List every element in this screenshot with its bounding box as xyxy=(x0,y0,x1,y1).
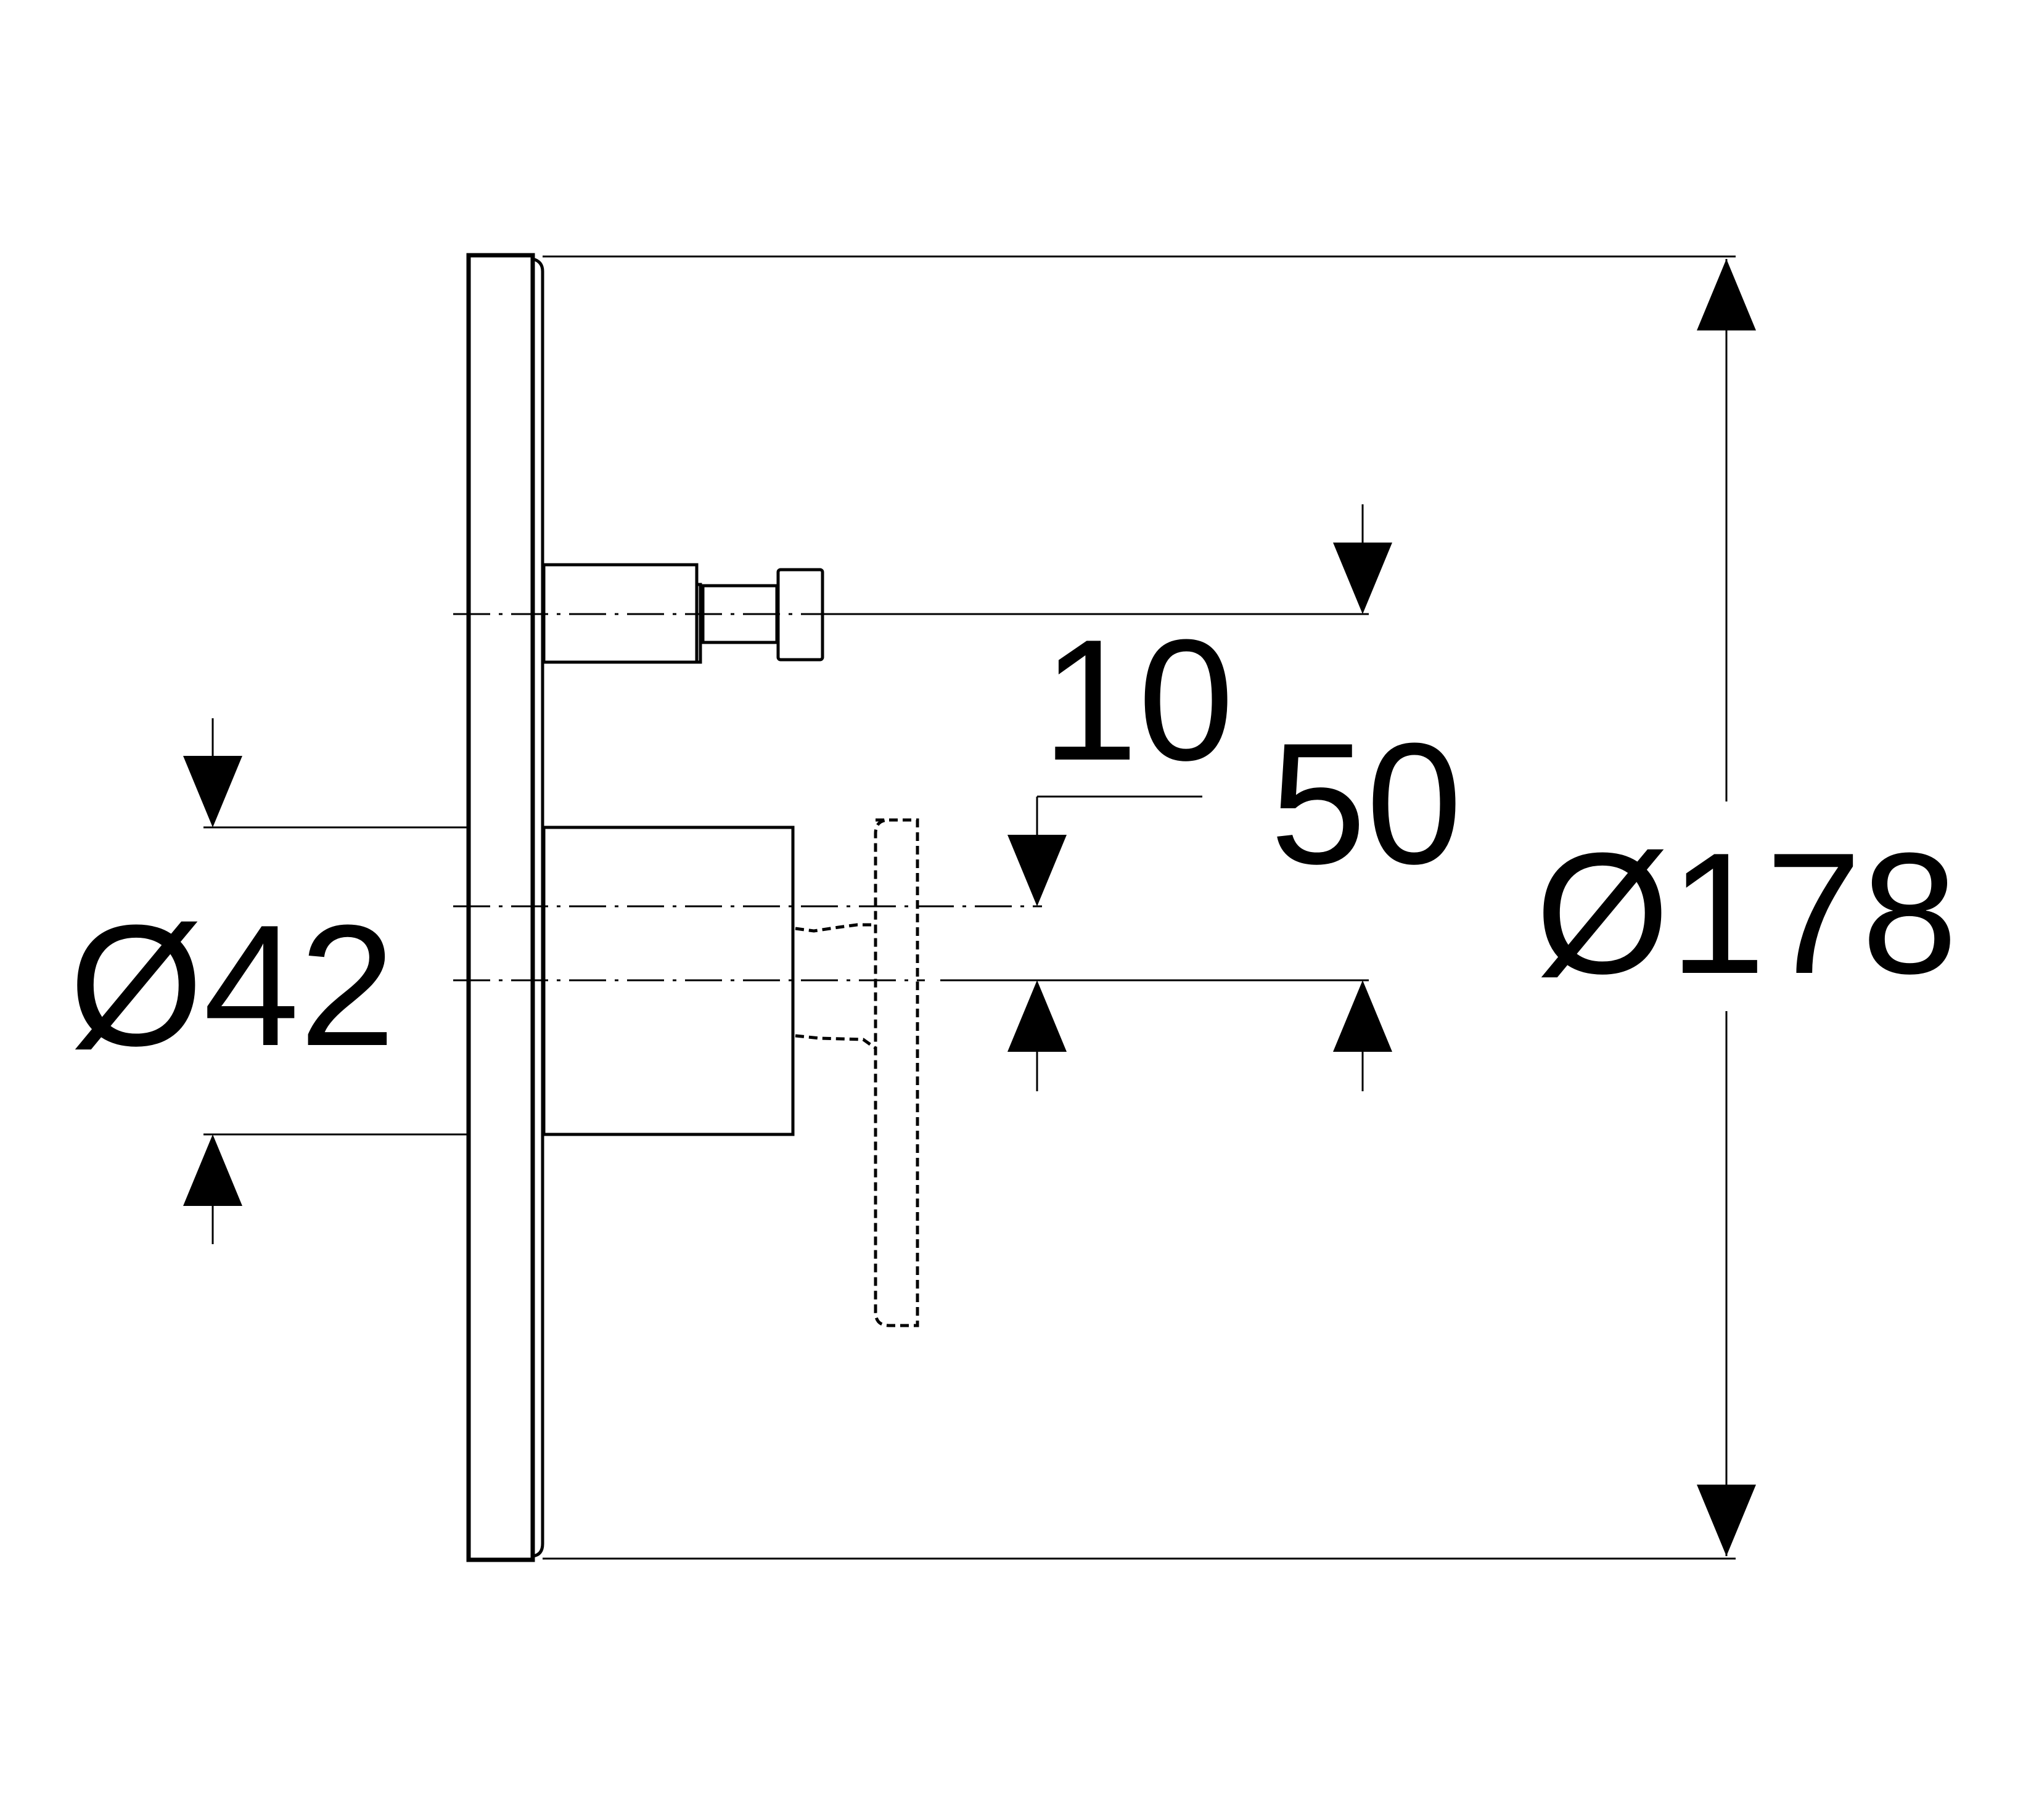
dim-offset-10: 10 xyxy=(823,504,1392,1091)
lever-handle xyxy=(795,818,919,1327)
arrow-down-icon xyxy=(1697,1485,1756,1556)
arrow-up-icon xyxy=(1697,259,1756,330)
dim-outer-diameter: Ø178 xyxy=(543,255,1958,1560)
lever-outline xyxy=(874,818,919,1327)
inner-diameter-label: Ø42 xyxy=(69,890,395,1082)
offset-50-label: 50 xyxy=(1270,708,1462,900)
plate-body xyxy=(466,253,535,1562)
upper-spindle-step xyxy=(695,583,702,664)
center-lines xyxy=(453,613,1042,982)
wall-plate xyxy=(466,253,544,1562)
lever-neck-bottom xyxy=(795,1034,877,1050)
outer-diameter-label: Ø178 xyxy=(1535,818,1958,1010)
dim-offset-50: 50 xyxy=(1007,708,1462,1091)
arrow-down-icon xyxy=(1333,543,1392,614)
arrow-down-icon xyxy=(1007,835,1067,906)
dim-inner-diameter: Ø42 xyxy=(69,718,469,1244)
arrow-up-icon xyxy=(1007,980,1067,1052)
offset-10-label: 10 xyxy=(1042,604,1234,797)
arrow-down-icon xyxy=(183,756,242,827)
arrow-up-icon xyxy=(1333,980,1392,1052)
arrow-up-icon xyxy=(183,1134,242,1206)
lever-neck-top xyxy=(795,923,876,933)
